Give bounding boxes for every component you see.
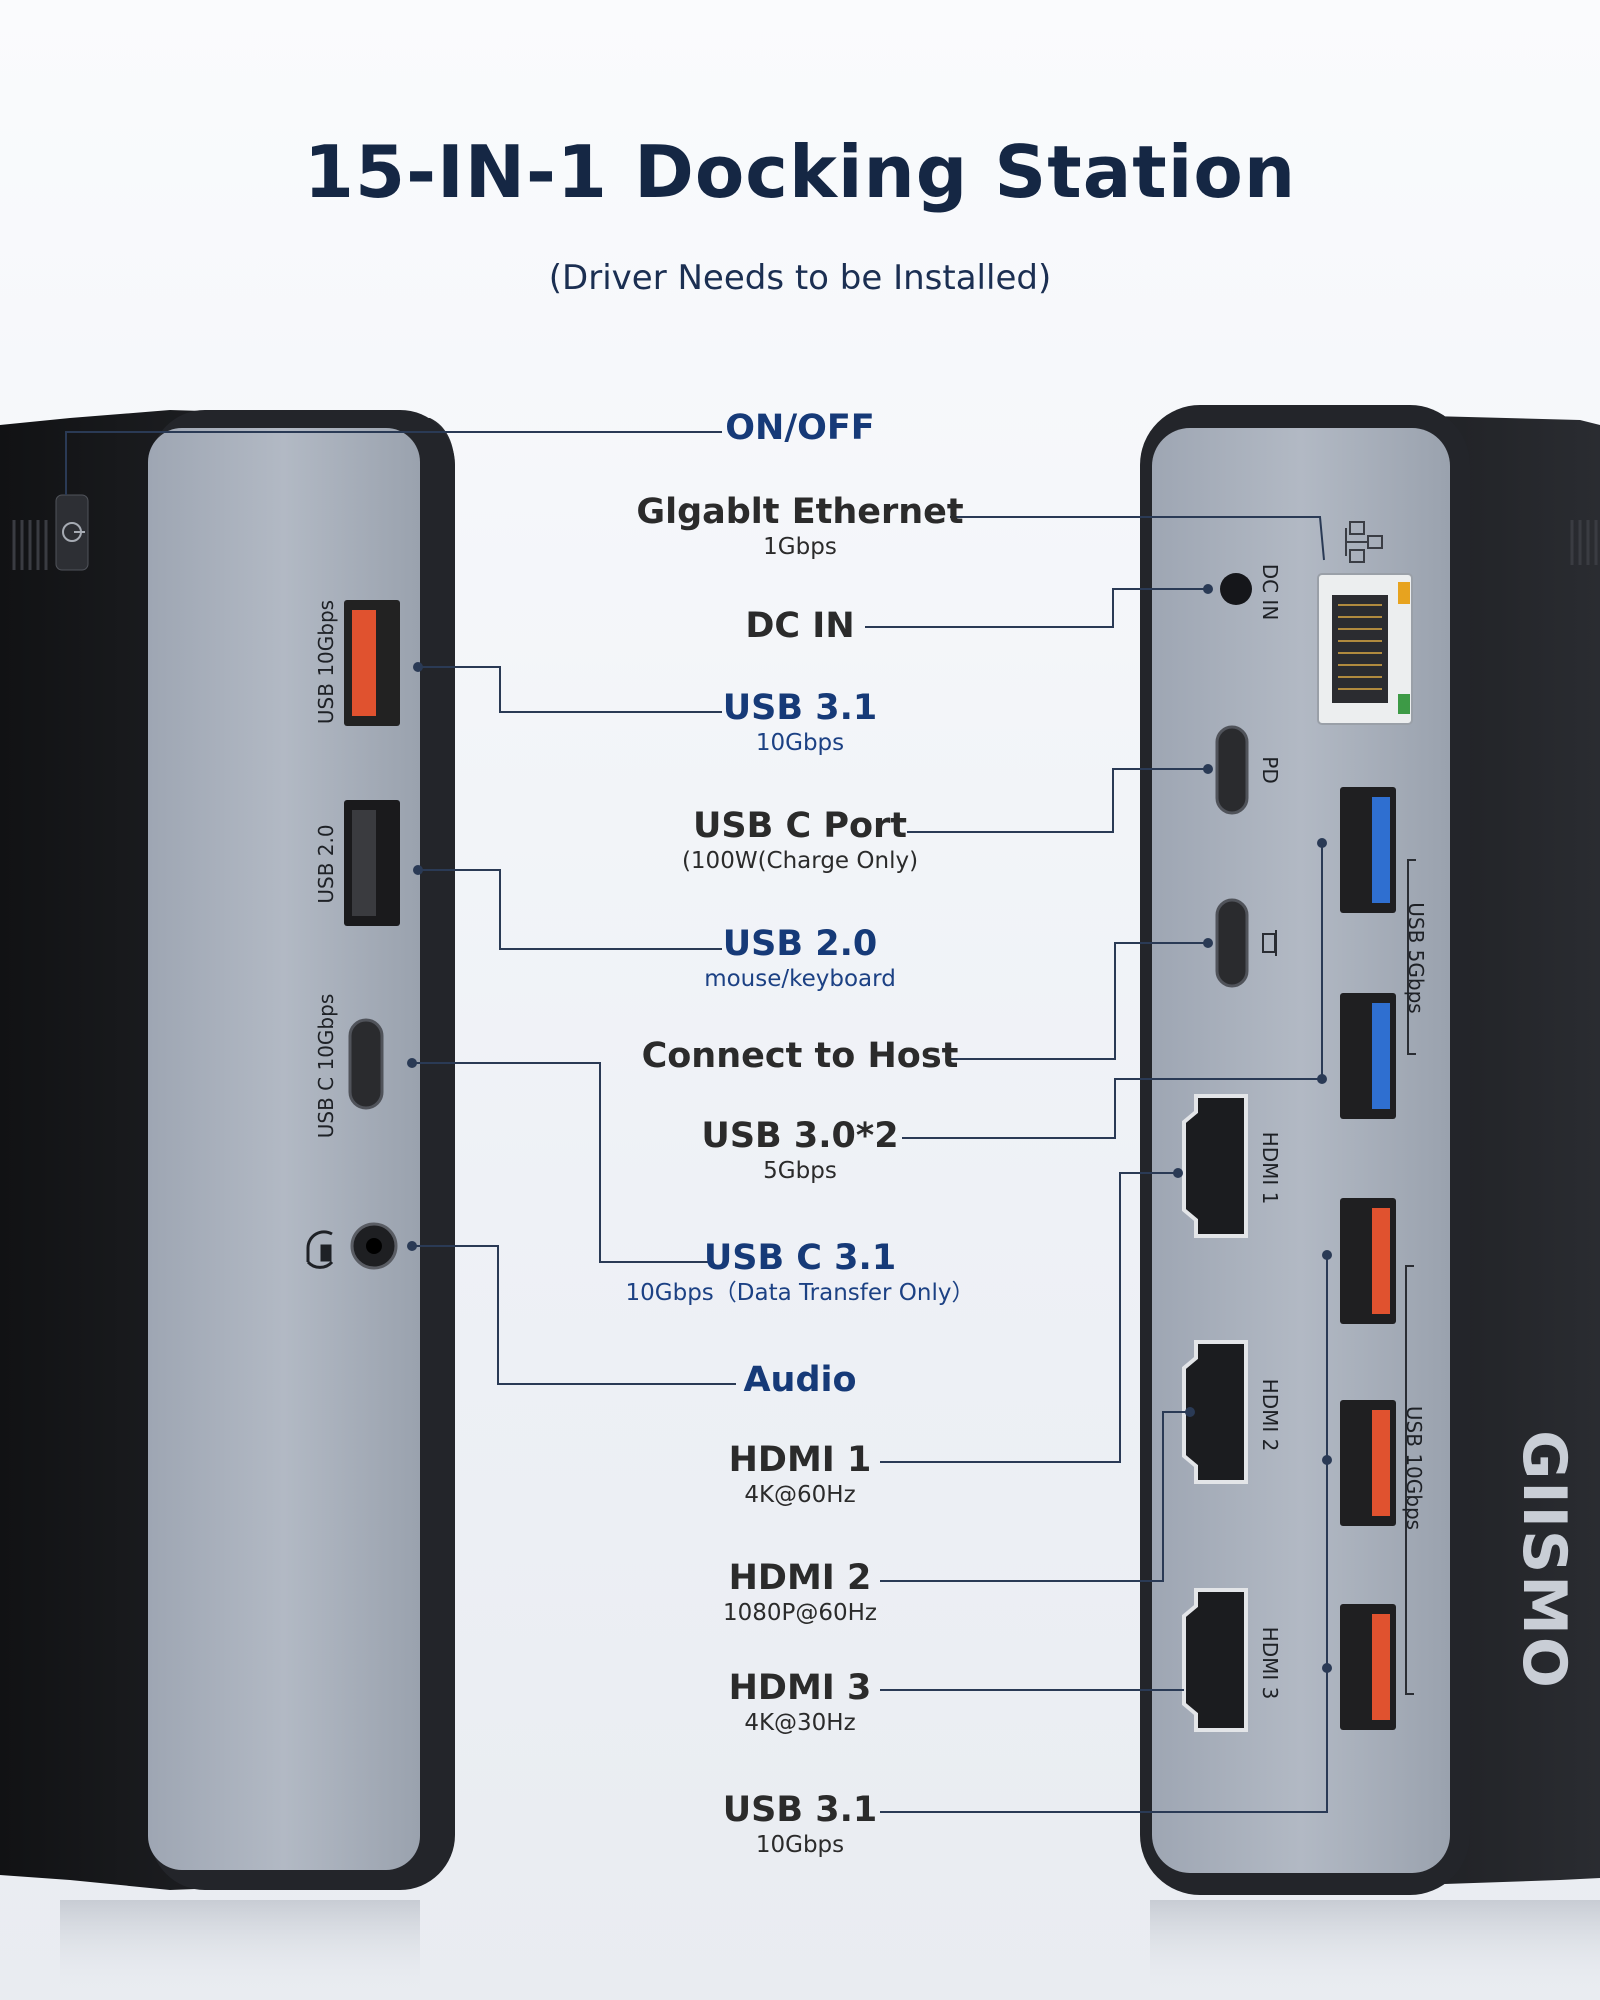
usb-5gbps-port-1[interactable] <box>1340 787 1396 913</box>
host-usb-c-port[interactable] <box>1215 898 1249 988</box>
label-usb-c-port: USB C Port (100W(Charge Only) <box>681 806 919 874</box>
label-gigabit-ethernet: Glgablt Ethernet 1Gbps <box>636 492 964 560</box>
dc-in-text: DC IN <box>1258 563 1282 621</box>
hdmi-3-text: HDMI 3 <box>1258 1626 1282 1700</box>
page-subtitle: (Driver Needs to be Installed) <box>548 258 1052 298</box>
power-button-icon <box>62 522 85 542</box>
laptop-icon <box>1262 930 1277 956</box>
right-device <box>1140 405 1600 1895</box>
usb-5gbps-port-2[interactable] <box>1340 993 1396 1119</box>
label-hdmi-1: HDMI 1 4K@60Hz <box>728 1440 872 1508</box>
label-dc-in: DC IN <box>745 606 855 646</box>
label-on-off: ON/OFF <box>725 408 875 448</box>
page-title: 15-IN-1 Docking Station <box>303 130 1297 214</box>
usb-10gbps-port-1[interactable] <box>1340 1198 1396 1324</box>
hdmi-1-port[interactable] <box>1182 1094 1248 1238</box>
label-usb30x2: USB 3.0*2 5Gbps <box>701 1116 899 1184</box>
label-hdmi-3: HDMI 3 4K@30Hz <box>728 1668 872 1736</box>
usb-10gbps-port-3[interactable] <box>1340 1604 1396 1730</box>
left-device <box>0 410 455 1890</box>
label-usb31-right: USB 3.1 10Gbps <box>722 1790 878 1858</box>
hdmi-2-text: HDMI 2 <box>1258 1378 1282 1452</box>
left-usb-c-10gbps-text: USB C 10Gbps <box>314 993 338 1139</box>
label-usb20: USB 2.0 mouse/keyboard <box>704 924 896 992</box>
pd-usb-c-port[interactable] <box>1215 725 1249 815</box>
headphone-icon <box>306 1230 334 1269</box>
brand-logo: GIISMO <box>1509 1430 1579 1690</box>
hdmi-1-text: HDMI 1 <box>1258 1131 1282 1205</box>
leader-lines <box>65 431 1328 1813</box>
label-usb-c-31: USB C 3.1 10Gbps（Data Transfer Only） <box>625 1238 975 1306</box>
label-hdmi-2: HDMI 2 1080P@60Hz <box>722 1558 878 1626</box>
pd-text: PD <box>1258 756 1282 784</box>
label-connect-to-host: Connect to Host <box>641 1036 959 1076</box>
left-usb-10gbps-text: USB 10Gbps <box>314 599 338 725</box>
usb-10gbps-text: USB 10Gbps <box>1402 1405 1426 1531</box>
power-button[interactable] <box>55 494 89 571</box>
left-usb-20-port[interactable] <box>344 800 400 926</box>
hdmi-2-port[interactable] <box>1182 1340 1248 1484</box>
ethernet-port[interactable] <box>1317 573 1413 725</box>
label-audio: Audio <box>743 1360 857 1400</box>
hdmi-3-port[interactable] <box>1182 1588 1248 1732</box>
leader-dots <box>407 584 1332 1673</box>
label-usb31-left: USB 3.1 10Gbps <box>722 688 878 756</box>
dc-in-socket[interactable] <box>1220 573 1252 605</box>
left-usb-20-text: USB 2.0 <box>314 824 338 904</box>
left-usb-c-port[interactable] <box>348 1018 384 1110</box>
usb-5gbps-text: USB 5Gbps <box>1404 902 1428 1014</box>
usb-10gbps-port-2[interactable] <box>1340 1400 1396 1526</box>
left-usb-10gbps-port[interactable] <box>344 600 400 726</box>
ethernet-network-icon <box>1345 521 1383 563</box>
